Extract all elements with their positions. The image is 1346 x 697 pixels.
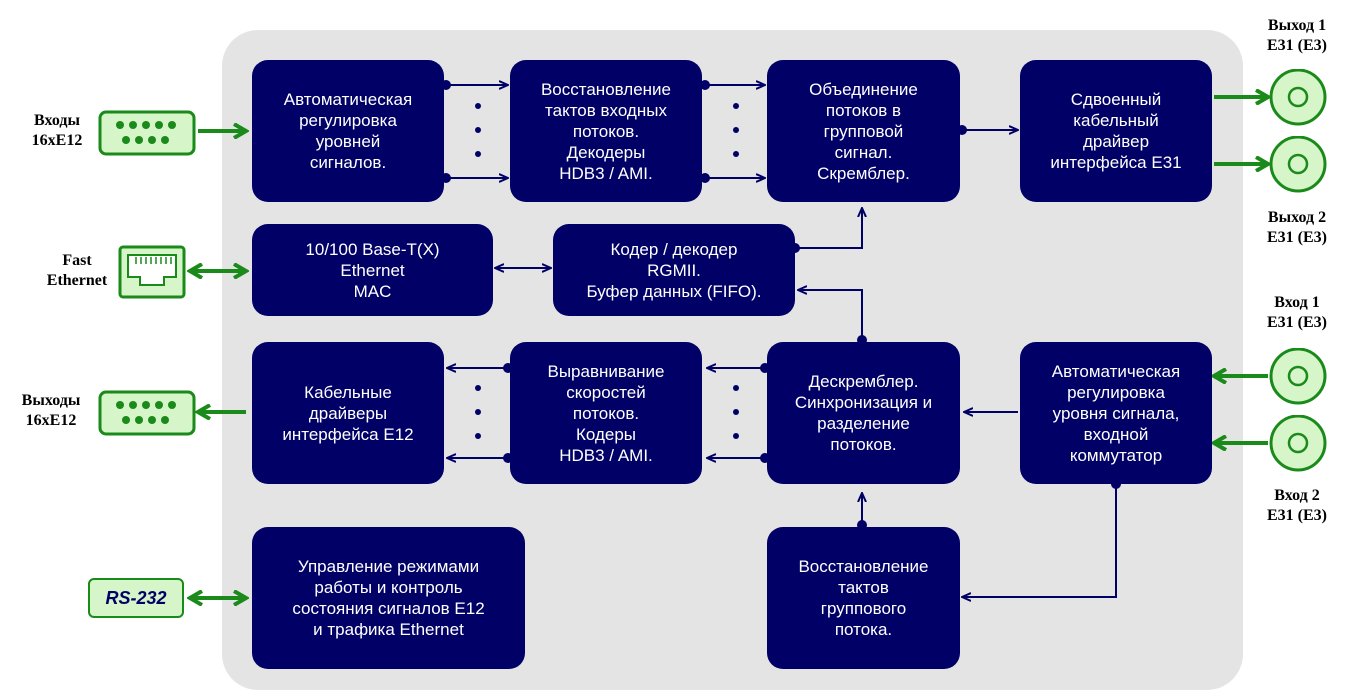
group-clock-recovery-block: Восстановление тактов группового потока. bbox=[767, 527, 960, 669]
coax-output-1-icon bbox=[1269, 69, 1327, 126]
output-2-label: Выход 2 E31 (E3) bbox=[1267, 209, 1327, 246]
fast-ethernet-label: Fast Ethernet bbox=[46, 252, 108, 289]
coax-input-1-icon bbox=[1269, 348, 1327, 405]
outputs-label: Выходы 16xE12 bbox=[21, 392, 81, 429]
coax-output-2-icon bbox=[1269, 136, 1327, 193]
rj45-ethernet-port-icon bbox=[118, 245, 186, 299]
inputs-label: Входы 16xE12 bbox=[31, 112, 83, 149]
clock-recovery-input-block: Восстановление тактов входных потоков. Д… bbox=[510, 60, 702, 202]
output-1-label: Выход 1 E31 (E3) bbox=[1267, 17, 1327, 54]
descrambler-sync-block: Дескремблер. Синхронизация и разделение … bbox=[767, 342, 960, 484]
coax-input-2-icon bbox=[1269, 415, 1327, 472]
rgmii-codec-fifo-block: Кодер / декодер RGMII. Буфер данных (FIF… bbox=[553, 224, 795, 316]
dual-cable-driver-block: Сдвоенный кабельный драйвер интерфейса Е… bbox=[1020, 60, 1212, 202]
control-monitoring-block: Управление режимами работы и контроль со… bbox=[252, 527, 525, 669]
mux-scrambler-block: Объединение потоков в групповой сигнал. … bbox=[767, 60, 960, 202]
ethernet-mac-block: 10/100 Base-T(X) Ethernet MAC bbox=[252, 224, 493, 316]
cable-drivers-e12-block: Кабельные драйверы интерфейса Е12 bbox=[252, 342, 444, 484]
e12-input-connector-icon bbox=[98, 110, 196, 156]
e12-output-connector-icon bbox=[98, 390, 196, 436]
rs232-label: RS-232 bbox=[105, 587, 167, 608]
agc-input-block: Автоматическая регулировка уровней сигна… bbox=[252, 60, 444, 202]
rs232-port: RS-232 bbox=[88, 578, 184, 618]
input-2-label: Вход 2 E31 (E3) bbox=[1267, 487, 1327, 524]
rate-alignment-block: Выравнивание скоростей потоков. Кодеры H… bbox=[510, 342, 702, 484]
input-1-label: Вход 1 E31 (E3) bbox=[1267, 294, 1327, 331]
agc-input-switch-block: Автоматическая регулировка уровня сигнал… bbox=[1020, 342, 1212, 484]
